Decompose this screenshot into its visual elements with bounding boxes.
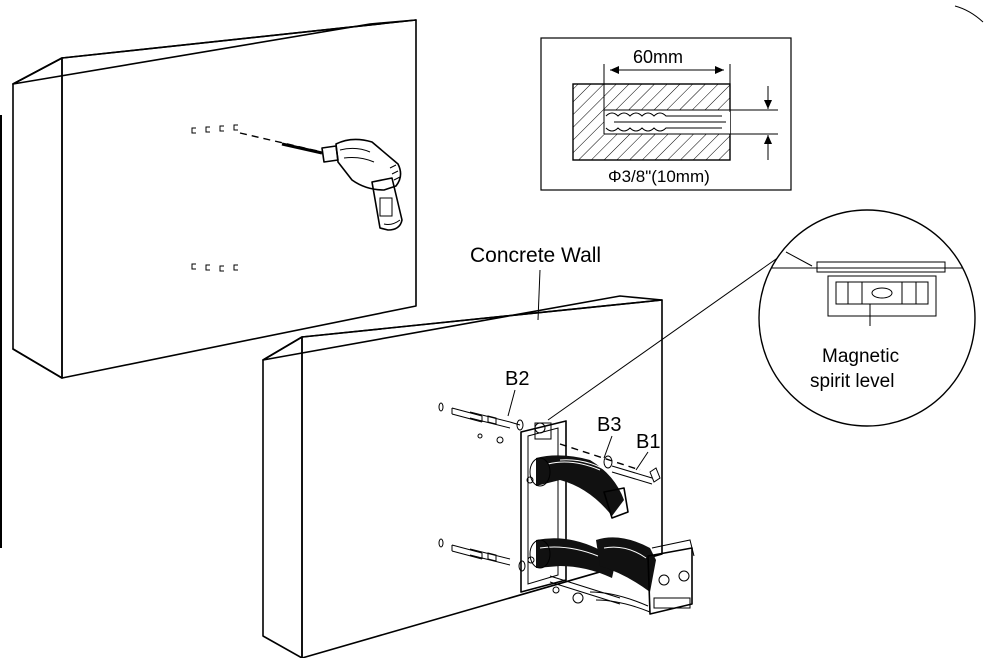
part-label-b3: B3	[597, 414, 621, 436]
part-label-b1: B1	[636, 431, 660, 453]
drill-path-dashed	[239, 132, 323, 153]
magnifier-leader-line	[547, 251, 787, 421]
drill-holes-bottom	[191, 263, 238, 272]
magnifier-leader-inner	[785, 251, 813, 267]
wall-mount-bracket	[520, 420, 695, 615]
wall-block-drilling	[12, 19, 417, 379]
spirit-level-magnifier	[758, 209, 976, 427]
level-label-line2: spirit level	[810, 371, 894, 392]
drill-holes-top	[191, 124, 238, 134]
dimension-depth-label: 60mm	[633, 47, 683, 67]
dimension-diameter-label: Φ3/8"(10mm)	[608, 167, 710, 186]
page-corner-mark	[954, 5, 984, 23]
level-label-line1: Magnetic	[822, 346, 899, 367]
concrete-wall-leader	[537, 269, 541, 321]
anchors-and-bolts	[438, 389, 661, 605]
concrete-wall-label: Concrete Wall	[470, 244, 601, 267]
anchor-detail-box	[540, 37, 792, 191]
drill-icon	[281, 138, 403, 231]
part-label-b2: B2	[505, 368, 529, 390]
